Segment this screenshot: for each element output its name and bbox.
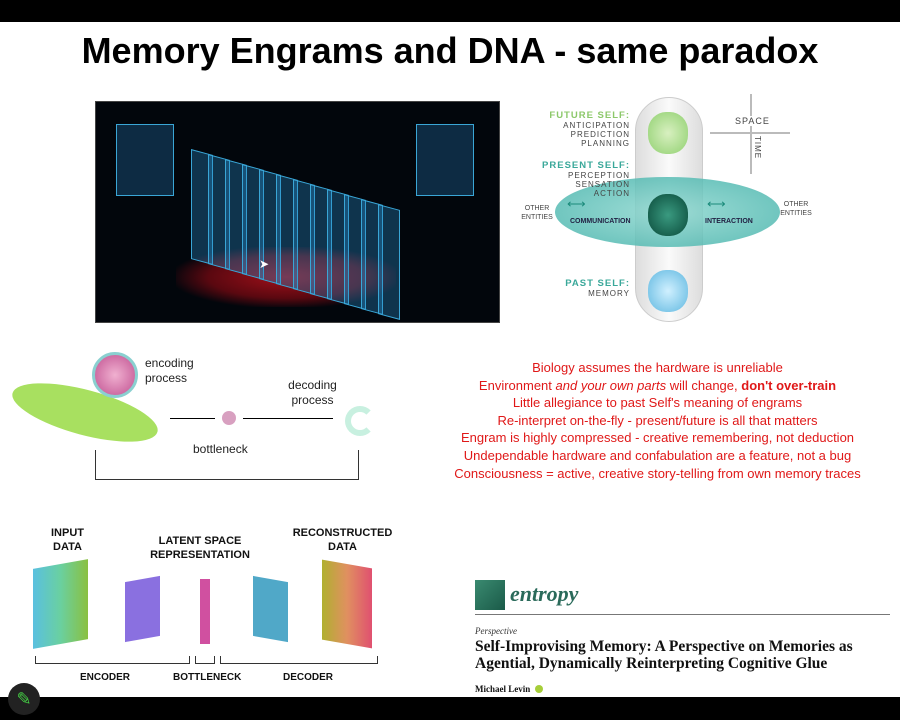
bullet-line: Consciousness = active, creative story-t… bbox=[420, 465, 895, 483]
regenerated-icon bbox=[345, 406, 375, 436]
decoder-bracket bbox=[220, 656, 378, 664]
latent-label: LATENT SPACE REPRESENTATION bbox=[150, 535, 250, 561]
output-layer bbox=[322, 559, 372, 649]
future-self: FUTURE SELF: bbox=[549, 110, 630, 121]
bullet-text: and your own parts bbox=[555, 377, 667, 393]
encoding-cells-icon bbox=[92, 352, 138, 398]
decoder-layer bbox=[253, 575, 288, 643]
bullet-line: Re-interpret on-the-fly - present/future… bbox=[420, 412, 895, 430]
reconstructed-label: RECONSTRUCTED DATA bbox=[292, 527, 393, 553]
axis-vertical bbox=[750, 94, 752, 174]
bottleneck-label: bottleneck bbox=[193, 442, 248, 456]
bottleneck-dot-icon bbox=[222, 411, 236, 425]
space-label: SPACE bbox=[735, 116, 770, 126]
other-entities-left: OTHER ENTITIES bbox=[521, 205, 553, 221]
bottleneck-bracket bbox=[195, 656, 215, 664]
bullet-text: will change, bbox=[666, 377, 742, 393]
bullet-text: Little allegiance to past Self's meaning… bbox=[512, 395, 803, 411]
text: MEMORY bbox=[588, 289, 630, 298]
other-entities-right: OTHER ENTITIES bbox=[780, 201, 812, 217]
memory-panel bbox=[378, 204, 400, 320]
entropy-logo-icon bbox=[475, 580, 505, 610]
text: PREDICTION bbox=[570, 130, 630, 139]
input-layer bbox=[33, 559, 88, 649]
future-label: FUTURE SELF: ANTICIPATION PREDICTION PLA… bbox=[515, 110, 630, 148]
axis-horizontal bbox=[710, 132, 790, 134]
bullet-text: Undependable hardware and confabulation … bbox=[463, 447, 852, 463]
bottleneck-label: BOTTLENECK bbox=[173, 672, 242, 683]
text: SENSATION bbox=[575, 180, 630, 189]
encoding-label: encoding process bbox=[145, 356, 194, 385]
encoder-label: ENCODER bbox=[80, 672, 131, 683]
salamander-icon bbox=[6, 371, 164, 454]
bullet-text: Environment bbox=[478, 377, 556, 393]
engram-video[interactable]: ➤ bbox=[95, 101, 500, 323]
journal-name: entropy bbox=[510, 581, 579, 606]
bullet-text: Re-interpret on-the-fly - present/future… bbox=[497, 412, 818, 428]
interaction-label: INTERACTION bbox=[705, 218, 753, 225]
arrow-line bbox=[243, 418, 333, 419]
slide: Memory Engrams and DNA - same paradox ➤ … bbox=[0, 22, 900, 697]
bullet-line: Engram is highly compressed - creative r… bbox=[420, 429, 895, 447]
paper-citation: entropy Perspective Self-Improvising Mem… bbox=[475, 578, 890, 698]
bullet-line: Environment and your own parts will chan… bbox=[420, 377, 895, 395]
bottleneck-layer bbox=[200, 579, 210, 644]
decoder-label: DECODER bbox=[283, 672, 334, 683]
future-cell-icon bbox=[648, 112, 688, 154]
decoding-label: decoding process bbox=[288, 378, 337, 407]
present-self: PRESENT SELF: bbox=[542, 160, 630, 171]
text: PLANNING bbox=[581, 139, 630, 148]
bullet-line: Biology assumes the hardware is unreliab… bbox=[420, 359, 895, 377]
person-inset bbox=[416, 124, 474, 196]
text: ANTICIPATION bbox=[563, 121, 630, 130]
present-label: PRESENT SELF: PERCEPTION SENSATION ACTIO… bbox=[515, 160, 630, 198]
bullet-text: don't over-train bbox=[741, 377, 837, 393]
paper-title[interactable]: Self-Improvising Memory: A Perspective o… bbox=[475, 638, 853, 672]
past-cell-icon bbox=[648, 270, 688, 312]
feedback-arrow bbox=[95, 450, 359, 480]
input-data-label: INPUT DATA bbox=[51, 527, 84, 553]
bullet-list: Biology assumes the hardware is unreliab… bbox=[420, 359, 895, 482]
time-label: TIME bbox=[753, 136, 762, 160]
divider bbox=[475, 614, 890, 615]
past-label: PAST SELF: MEMORY bbox=[515, 278, 630, 298]
present-cell-icon bbox=[648, 194, 688, 236]
red-glow bbox=[176, 247, 396, 307]
bullet-text: Consciousness = active, creative story-t… bbox=[454, 465, 861, 481]
arrow-icon: ⟷ bbox=[567, 196, 586, 211]
slide-title: Memory Engrams and DNA - same paradox bbox=[81, 30, 819, 71]
cell-inset bbox=[116, 124, 174, 196]
cursor-icon: ➤ bbox=[259, 257, 270, 271]
past-self: PAST SELF: bbox=[565, 278, 630, 289]
salamander-diagram: encoding process decoding process bottle… bbox=[0, 350, 400, 490]
pen-tool-icon[interactable]: ✎ bbox=[8, 683, 40, 715]
bullet-text: Engram is highly compressed - creative r… bbox=[460, 430, 855, 446]
encoder-bracket bbox=[35, 656, 190, 664]
bullet-text: Biology assumes the hardware is unreliab… bbox=[532, 360, 783, 375]
bullet-line: Undependable hardware and confabulation … bbox=[420, 447, 895, 465]
communication-label: COMMUNICATION bbox=[570, 218, 631, 225]
autoencoder-diagram: INPUT DATA LATENT SPACE REPRESENTATION R… bbox=[25, 524, 405, 689]
paper-type: Perspective bbox=[475, 626, 517, 636]
encoder-layer bbox=[125, 575, 160, 643]
bullet-line: Little allegiance to past Self's meaning… bbox=[420, 394, 895, 412]
orcid-icon bbox=[535, 685, 543, 693]
self-diagram: FUTURE SELF: ANTICIPATION PREDICTION PLA… bbox=[515, 92, 815, 327]
text: ACTION bbox=[593, 189, 630, 198]
arrow-icon: ⟷ bbox=[707, 196, 726, 211]
arrow-line bbox=[170, 418, 215, 419]
text: PERCEPTION bbox=[567, 171, 630, 180]
paper-author: Michael Levin bbox=[475, 684, 531, 694]
